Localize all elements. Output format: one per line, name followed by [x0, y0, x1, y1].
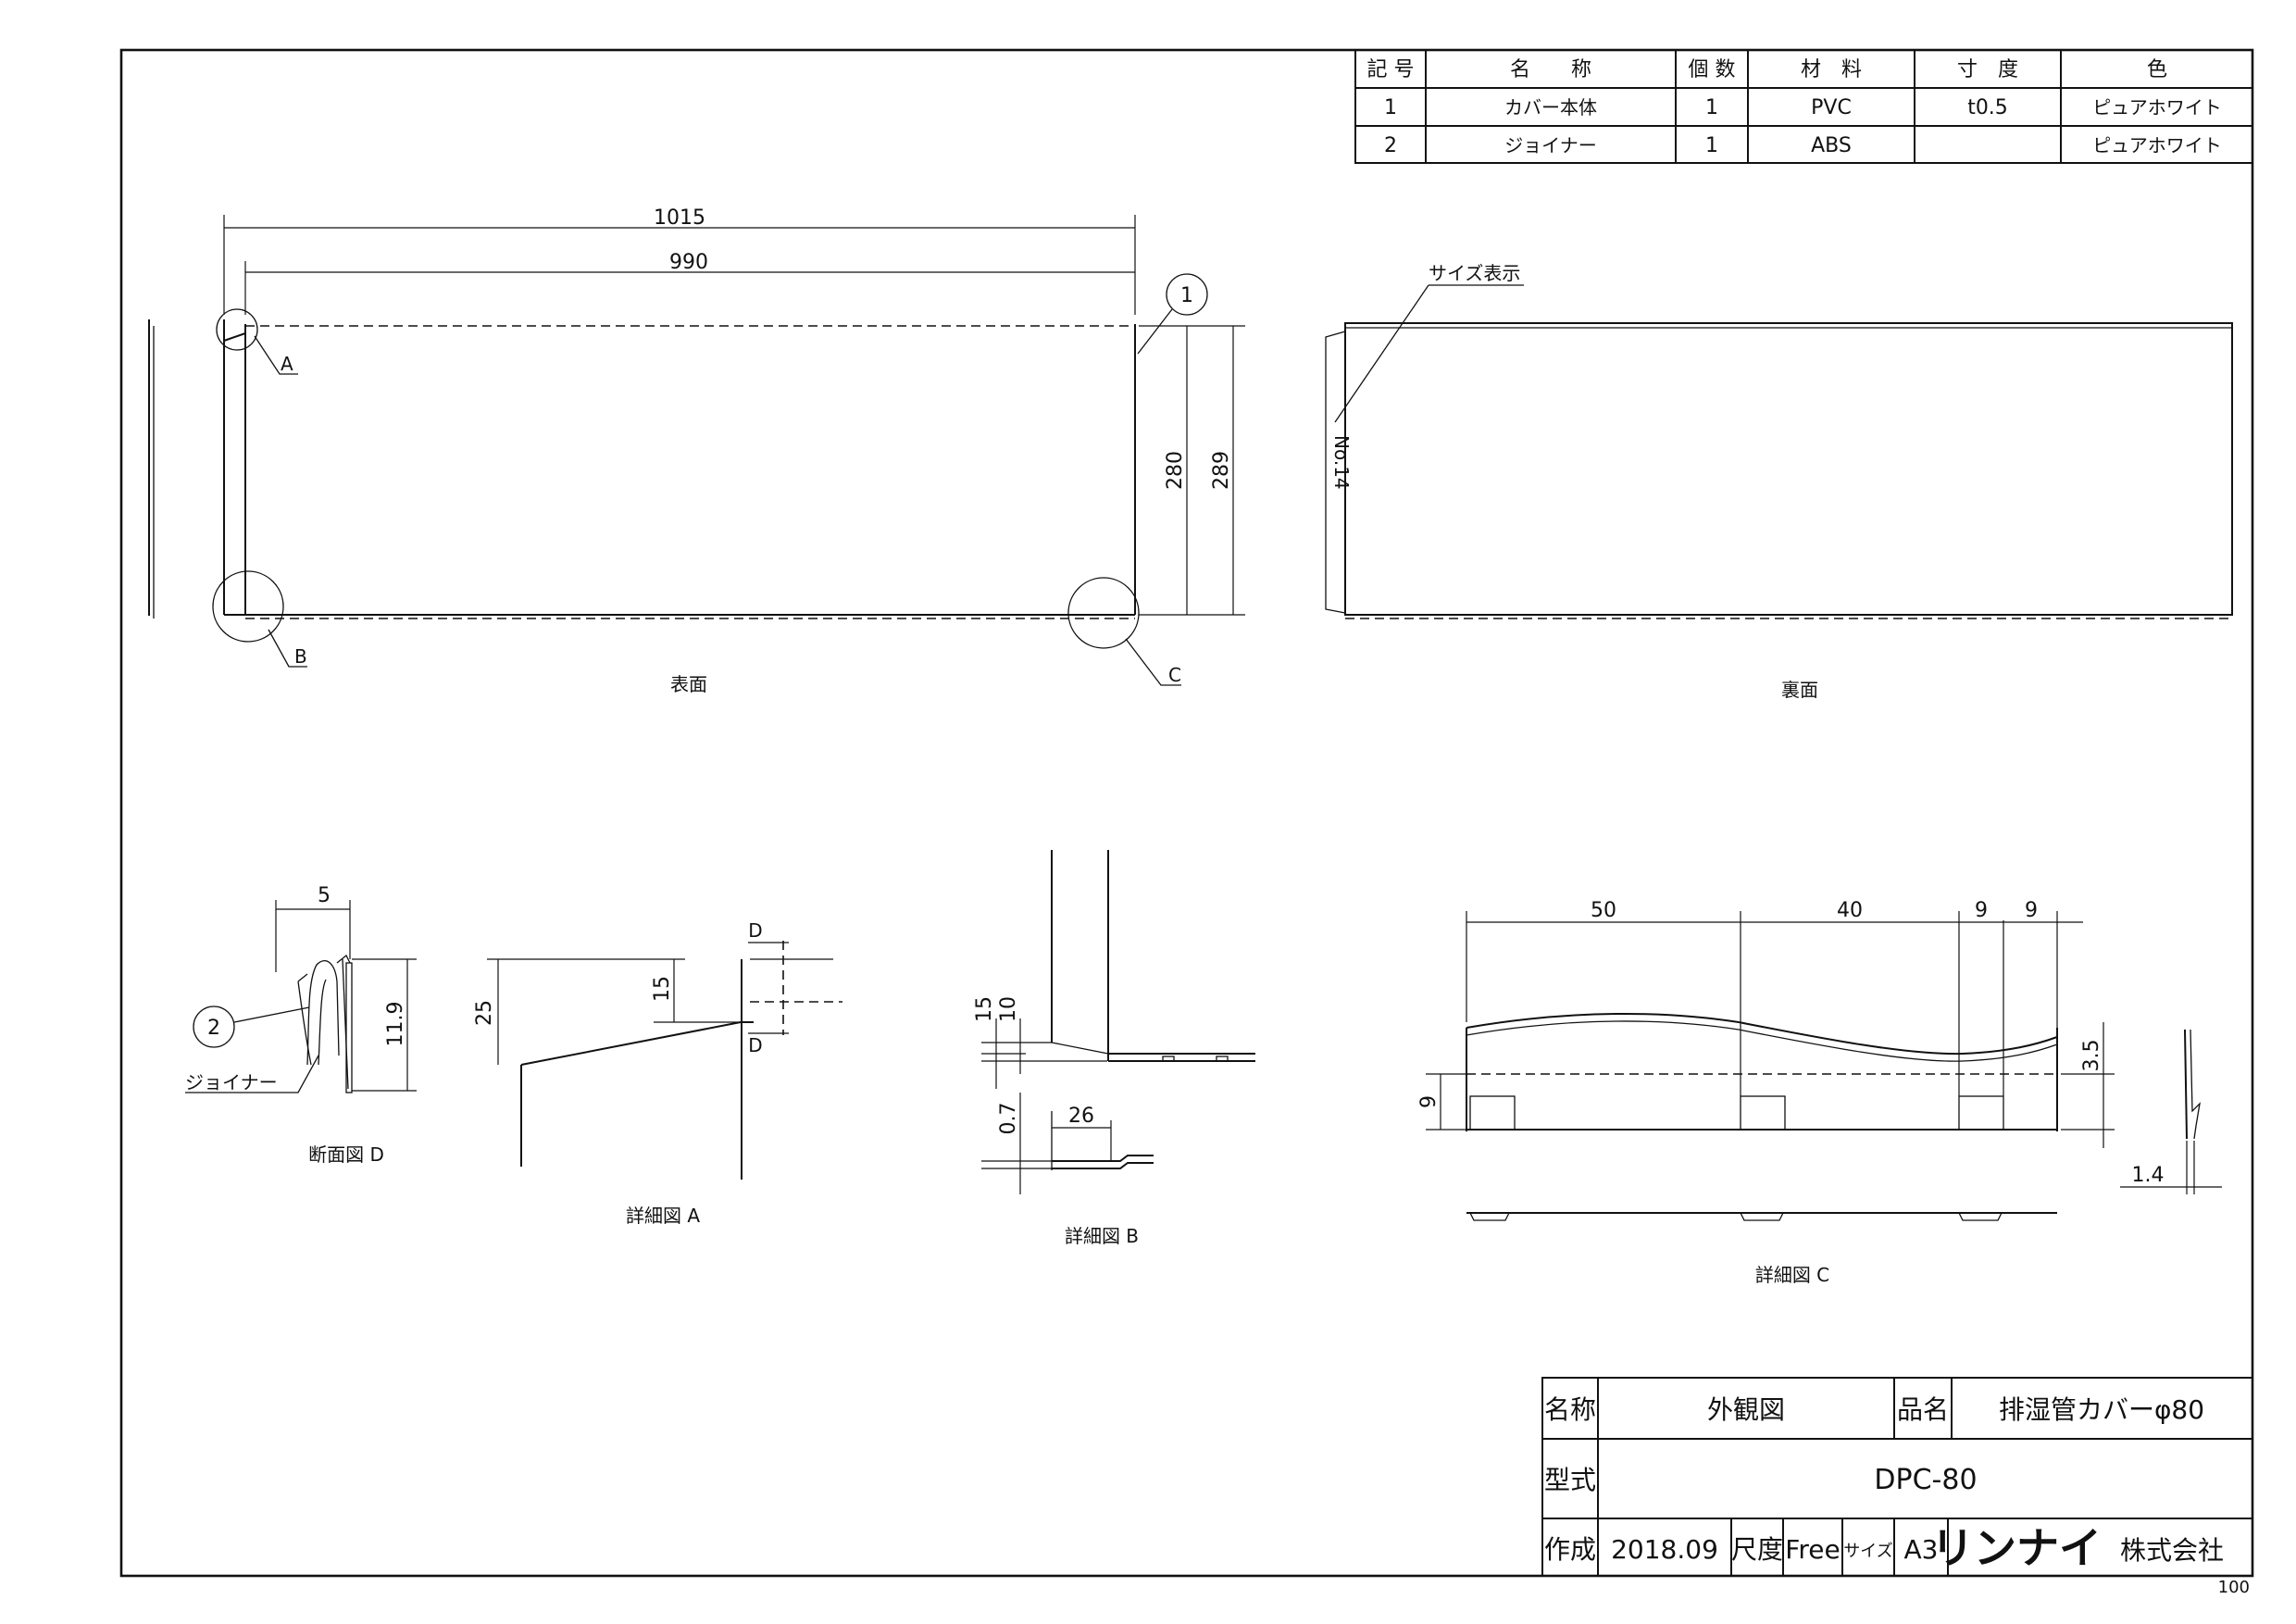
size-label: サイズ: [1843, 1542, 1892, 1561]
dim-26: 26: [1068, 1105, 1094, 1128]
title-block: 名称 外観図 品名 排湿管カバーφ80 型式 DPC-80 作成 2018.09…: [1541, 1377, 2253, 1577]
dim-50: 50: [1591, 899, 1616, 922]
back-view-label: 裏面: [1781, 679, 1818, 701]
dim-15-b: 15: [973, 996, 996, 1022]
dim-9-a: 9: [1975, 899, 1988, 922]
table-cell: ABS: [1811, 134, 1852, 157]
detail-circle-a: [216, 308, 258, 351]
table-header-color: 色: [2147, 58, 2167, 81]
dim-280: 280: [1164, 451, 1187, 490]
dim-3-5: 3.5: [2080, 1040, 2103, 1072]
product-value: 排湿管カバーφ80: [1999, 1394, 2204, 1425]
detail-circle-b: [212, 570, 284, 643]
detail-callout-b: B: [294, 645, 307, 668]
dim-1-4: 1.4: [2132, 1164, 2165, 1187]
table-cell: カバー本体: [1504, 96, 1597, 119]
company-logo: リンナイ: [1931, 1523, 2102, 1573]
product-label: 品名: [1897, 1394, 1949, 1425]
table-cell: 1: [1705, 134, 1718, 157]
balloon-2-label: 2: [207, 1017, 220, 1040]
detail-c-label: 詳細図 C: [1755, 1264, 1829, 1286]
detail-circle-c: [1067, 577, 1140, 649]
dim-990: 990: [669, 251, 708, 274]
table-cell: ピュアホワイト: [2092, 96, 2222, 119]
dim-1015: 1015: [654, 206, 705, 230]
front-view-label: 表面: [670, 673, 707, 695]
dim-25: 25: [473, 1000, 496, 1026]
model-value: DPC-80: [1874, 1464, 1977, 1496]
table-header-material: 材 料: [1801, 58, 1862, 81]
table-cell: 1: [1384, 96, 1397, 119]
scale-value: Free: [1785, 1534, 1840, 1565]
model-label: 型式: [1544, 1465, 1596, 1495]
page-number: 100: [2218, 1578, 2250, 1597]
date-label: 作成: [1544, 1534, 1596, 1565]
balloon-1: [1166, 273, 1208, 316]
detail-a-label: 詳細図 A: [626, 1205, 700, 1227]
balloon-2: [193, 1006, 235, 1048]
table-cell: 2: [1384, 134, 1397, 157]
dim-9-v: 9: [1417, 1095, 1441, 1108]
name-value: 外観図: [1707, 1394, 1785, 1425]
detail-callout-c: C: [1168, 664, 1181, 686]
section-d: 5 11.9 2 ジョイナー 断面図 D: [185, 884, 417, 1166]
dim-11-9: 11.9: [384, 1002, 407, 1047]
dim-5: 5: [318, 884, 331, 907]
back-view: サイズ表示 No.14 裏面: [1325, 262, 2233, 701]
name-label: 名称: [1544, 1394, 1596, 1425]
size-mark: No.14: [1330, 435, 1353, 490]
scale-label: 尺度: [1731, 1534, 1783, 1565]
detail-c: 50 40 9 9 9 3.5 1.4 詳細図 C: [1417, 899, 2222, 1286]
detail-b-label: 詳細図 B: [1065, 1225, 1139, 1247]
detail-b: 15 10 26 0.7 詳細図 B: [973, 850, 1255, 1247]
cut-label-bottom: D: [748, 1034, 762, 1056]
back-callout: サイズ表示: [1429, 262, 1520, 284]
detail-callout-a: A: [281, 353, 293, 375]
table-header-dimension: 寸 度: [1957, 58, 2018, 81]
table-cell: ピュアホワイト: [2092, 134, 2222, 156]
dim-0-7: 0.7: [997, 1103, 1020, 1135]
dim-40: 40: [1837, 899, 1863, 922]
table-cell: 1: [1705, 96, 1718, 119]
company-suffix: 株式会社: [2120, 1535, 2224, 1566]
table-header-name: 名 称: [1510, 58, 1591, 81]
joiner-label: ジョイナー: [185, 1071, 278, 1093]
dim-10-b: 10: [997, 996, 1020, 1022]
sheet-border: [119, 48, 2254, 1578]
section-d-label: 断面図 D: [308, 1143, 384, 1166]
size-value: A3: [1904, 1534, 1939, 1565]
table-cell: t0.5: [1967, 96, 2008, 119]
parts-table: 記 号 名 称 個 数 材 料 寸 度 色 1 カバー本体 1 PVC t0.5…: [1354, 49, 2253, 164]
date-value: 2018.09: [1611, 1534, 1718, 1565]
table-header-symbol: 記 号: [1367, 58, 1415, 81]
table-cell: ジョイナー: [1504, 134, 1597, 156]
cut-label-top: D: [748, 919, 762, 942]
dim-9-b: 9: [2025, 899, 2038, 922]
table-header-qty: 個 数: [1689, 58, 1736, 81]
dim-15-a: 15: [651, 976, 674, 1002]
front-view: A B C 1 1015 990 280 289 表面: [148, 206, 1245, 695]
table-cell: PVC: [1811, 96, 1852, 119]
detail-a: 25 15 D D 詳細図 A: [473, 919, 842, 1227]
balloon-1-label: 1: [1180, 284, 1193, 307]
dim-289: 289: [1210, 451, 1233, 490]
